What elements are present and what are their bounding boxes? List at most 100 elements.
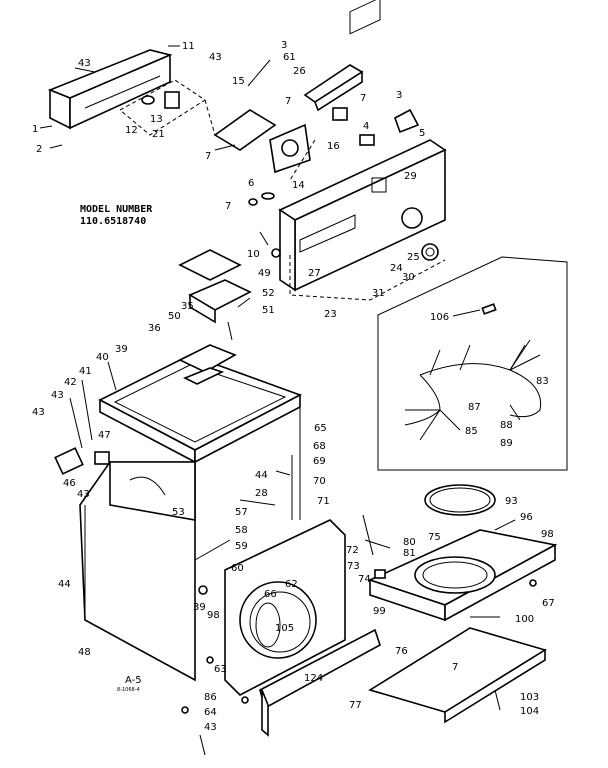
callout-label: 98 — [541, 529, 554, 540]
callout-label: 7 — [285, 96, 291, 107]
callout-label: 39 — [115, 344, 128, 355]
callout-label: 21 — [152, 129, 165, 140]
callout-label: 74 — [358, 574, 371, 585]
callout-label: 58 — [235, 525, 248, 536]
callout-label: 35 — [181, 301, 194, 312]
callout-label: 36 — [148, 323, 161, 334]
rotary-switch-part — [332, 107, 348, 121]
callout-label: 80 — [403, 537, 416, 548]
callout-label: 43 — [51, 390, 64, 401]
callout-label: 11 — [182, 41, 195, 52]
callout-label: 106 — [430, 312, 449, 323]
callout-label: 65 — [314, 423, 327, 434]
control-panel-plate-part — [213, 59, 277, 151]
callout-label: 81 — [403, 548, 416, 559]
callout-label: 44 — [255, 470, 268, 481]
callout-label: 44 — [58, 579, 71, 590]
callout-label: 43 — [78, 58, 91, 69]
callout-label: 28 — [255, 488, 268, 499]
seal-ring-part — [424, 484, 496, 516]
knob-cap-part — [303, 64, 364, 112]
callout-label: 64 — [204, 707, 217, 718]
callout-label: 104 — [520, 706, 539, 717]
page-code: A-5 — [125, 675, 142, 686]
button-part — [359, 134, 375, 146]
callout-label: 14 — [292, 180, 305, 191]
callout-label: 88 — [500, 420, 513, 431]
callout-label: 85 — [465, 426, 478, 437]
top-cover-part — [98, 354, 302, 464]
callout-label: 60 — [231, 563, 244, 574]
callout-label: 23 — [324, 309, 337, 320]
callout-label: 67 — [542, 598, 555, 609]
callout-label: 29 — [404, 171, 417, 182]
callout-label: 13 — [150, 114, 163, 125]
model-number-value: 110.6518740 — [80, 216, 146, 227]
callout-label: 7 — [225, 201, 231, 212]
callout-label: 71 — [317, 496, 330, 507]
callout-label: 16 — [327, 141, 340, 152]
callout-label: 1 — [32, 124, 38, 135]
callout-label: 31 — [372, 288, 385, 299]
base-part — [367, 529, 558, 622]
callout-label: 83 — [536, 376, 549, 387]
callout-label: 40 — [96, 352, 109, 363]
harness-inset — [377, 256, 568, 471]
callout-label: 43 — [204, 722, 217, 733]
callout-label: 57 — [235, 507, 248, 518]
lamp-part — [394, 108, 420, 134]
callout-label: 24 — [390, 263, 403, 274]
callout-label: 76 — [395, 646, 408, 657]
front-panel-part — [224, 519, 346, 696]
callout-label: 25 — [407, 252, 420, 263]
callout-label: 96 — [520, 512, 533, 523]
callout-label: 10 — [247, 249, 260, 260]
callout-label: 68 — [313, 441, 326, 452]
callout-label: 51 — [262, 305, 275, 316]
callout-label: 100 — [515, 614, 534, 625]
callout-label: 43 — [209, 52, 222, 63]
callout-label: 52 — [262, 288, 275, 299]
model-number-title: MODEL NUMBER — [80, 204, 153, 215]
callout-label: 43 — [32, 407, 45, 418]
timer-part — [269, 123, 311, 174]
callout-label: 62 — [285, 579, 298, 590]
callout-label: 6 — [248, 178, 254, 189]
callout-label: 61 — [283, 52, 296, 63]
mounting-bracket-part — [54, 447, 84, 475]
callout-label: 70 — [313, 476, 326, 487]
callout-label: 30 — [402, 272, 415, 283]
cabinet-part — [79, 406, 301, 682]
callout-label: 66 — [264, 589, 277, 600]
callout-label: 77 — [349, 700, 362, 711]
callout-label: 42 — [64, 377, 77, 388]
callout-label: 93 — [505, 496, 518, 507]
callout-label: 72 — [346, 545, 359, 556]
knob-part — [421, 243, 439, 261]
callout-label: 26 — [293, 66, 306, 77]
callout-label: 99 — [373, 606, 386, 617]
callout-label: 43 — [77, 489, 90, 500]
callout-label: 12 — [125, 125, 138, 136]
callout-label: 50 — [168, 311, 181, 322]
callout-label: 69 — [313, 456, 326, 467]
callout-label: 7 — [205, 151, 211, 162]
console-panel-part — [278, 0, 447, 292]
callout-label: 15 — [232, 76, 245, 87]
clip-part — [94, 451, 110, 465]
callout-label: 3 — [281, 40, 287, 51]
callout-label: 48 — [78, 647, 91, 658]
callout-label: 103 — [520, 692, 539, 703]
page-subcode: 8-1068-4 — [117, 687, 140, 693]
console-trim-part — [47, 49, 173, 130]
callout-label: 5 — [419, 128, 425, 139]
callout-label: 27 — [308, 268, 321, 279]
callout-label: 105 — [275, 623, 294, 634]
callout-label: 39 — [193, 602, 206, 613]
callout-label: 53 — [172, 507, 185, 518]
callout-label: 7 — [360, 93, 366, 104]
callout-label: 124 — [304, 673, 323, 684]
callout-label: 86 — [204, 692, 217, 703]
callout-label: 3 — [396, 90, 402, 101]
